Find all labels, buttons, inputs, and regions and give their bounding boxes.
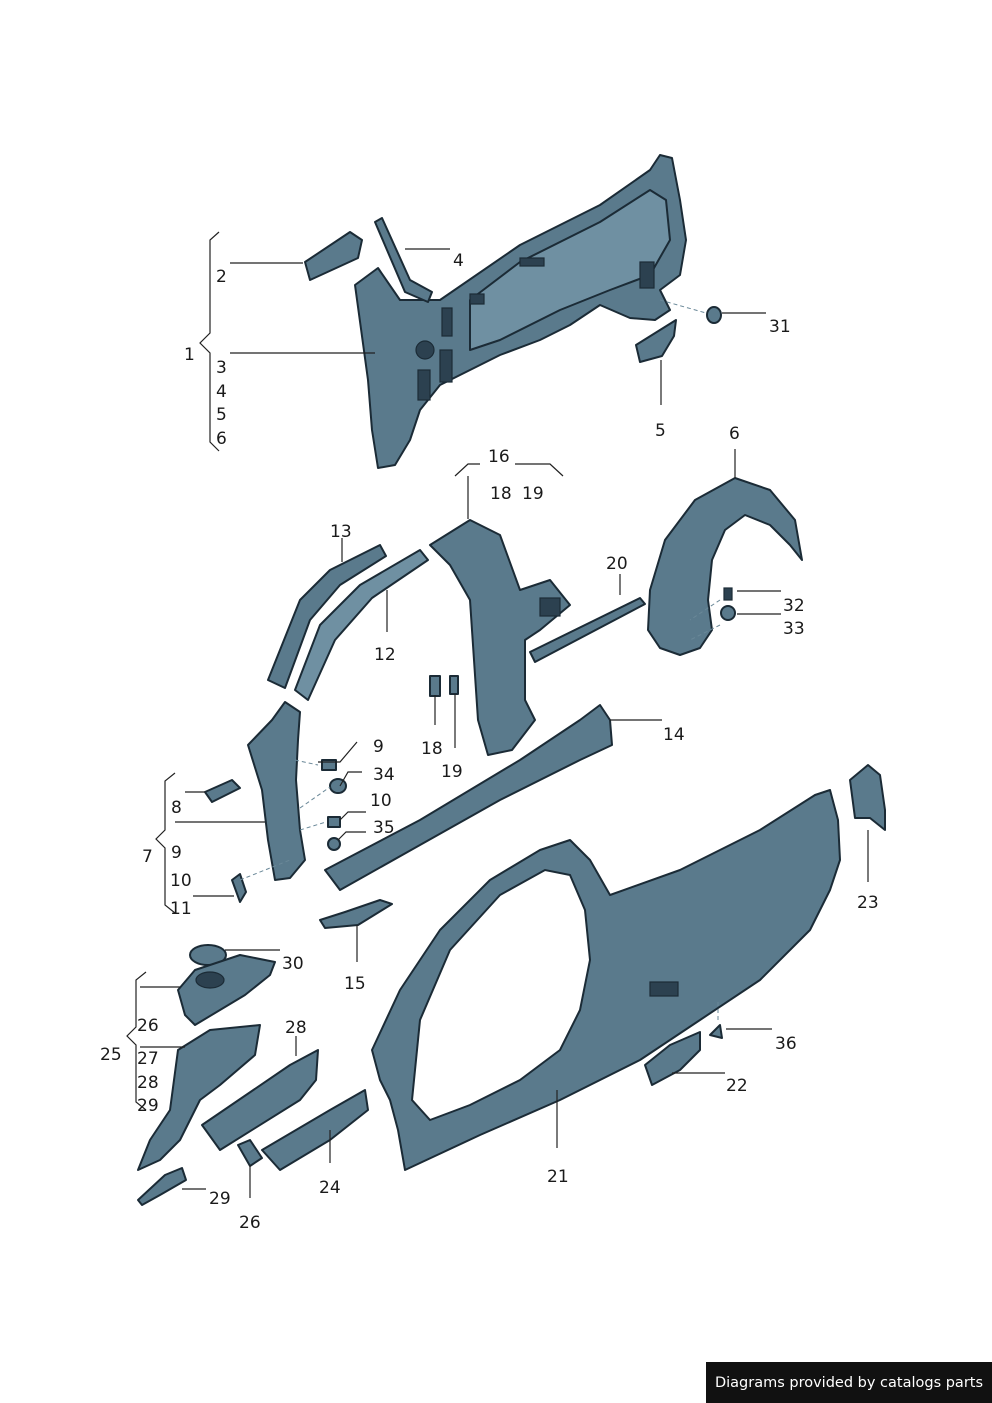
- callout-6: 6: [729, 424, 740, 444]
- part-35: [327, 837, 341, 851]
- part-7-a-pillar: [247, 701, 306, 881]
- leader-lines: [140, 248, 869, 1198]
- part-4: [374, 217, 433, 303]
- part-10: [327, 816, 341, 828]
- callout-33: 33: [783, 619, 805, 639]
- callout-22: 22: [726, 1076, 748, 1096]
- callout-19: 19: [441, 762, 463, 782]
- callout-5-list: 5: [216, 405, 227, 425]
- callout-1: 1: [184, 345, 195, 365]
- part-2: [304, 231, 363, 281]
- callout-3: 3: [216, 358, 227, 378]
- part-13: [267, 544, 387, 689]
- part-27: [137, 1024, 261, 1171]
- part-5: [635, 319, 677, 363]
- part-8: [204, 779, 241, 803]
- braces: [126, 231, 220, 1111]
- part-28: [201, 1049, 319, 1151]
- callout-11: 11: [170, 899, 192, 919]
- part-31: [706, 306, 722, 324]
- part-22: [644, 1031, 701, 1086]
- callout-9: 9: [373, 737, 384, 757]
- callout-9-list: 9: [171, 843, 182, 863]
- part-16-b-pillar: [429, 519, 571, 756]
- callout-4: 4: [453, 251, 464, 271]
- part-23: [849, 764, 886, 831]
- part-6-wheel-arch: [647, 477, 803, 656]
- callout-15: 15: [344, 974, 366, 994]
- callout-2: 2: [216, 267, 227, 287]
- callout-5: 5: [655, 421, 666, 441]
- callout-28: 28: [285, 1018, 307, 1038]
- callout-23: 23: [857, 893, 879, 913]
- callout-6-list: 6: [216, 429, 227, 449]
- callout-25: 25: [100, 1045, 122, 1065]
- part-21-outer-side-panel: [371, 789, 841, 1171]
- callout-28-list: 28: [137, 1073, 159, 1093]
- callout-10: 10: [370, 791, 392, 811]
- part-11: [231, 873, 247, 903]
- callout-32: 32: [783, 596, 805, 616]
- callout-12: 12: [374, 645, 396, 665]
- callout-18: 18: [421, 739, 443, 759]
- part-12: [294, 549, 429, 701]
- part-18: [429, 675, 441, 697]
- callout-34: 34: [373, 765, 395, 785]
- part-9: [321, 759, 337, 771]
- part-14-sill: [324, 704, 613, 891]
- part-34: [329, 778, 347, 794]
- callout-4-list: 4: [216, 382, 227, 402]
- callout-10-list: 10: [170, 871, 192, 891]
- part-24: [261, 1089, 369, 1171]
- callout-13: 13: [330, 522, 352, 542]
- part-33: [720, 605, 736, 621]
- part-20: [529, 597, 646, 663]
- part-1-inner-panel: [354, 154, 687, 469]
- callout-14: 14: [663, 725, 685, 745]
- callout-18-list: 18: [490, 484, 512, 504]
- footer-credit: Diagrams provided by catalogs parts: [706, 1362, 992, 1403]
- callout-36: 36: [775, 1034, 797, 1054]
- callout-16: 16: [488, 447, 510, 467]
- part-25-strut-housing: [177, 954, 276, 1026]
- part-32: [723, 587, 733, 601]
- callout-30: 30: [282, 954, 304, 974]
- callout-7: 7: [142, 847, 153, 867]
- part-19: [449, 675, 459, 695]
- callout-20: 20: [606, 554, 628, 574]
- callout-8: 8: [171, 798, 182, 818]
- callout-35: 35: [373, 818, 395, 838]
- part-15: [319, 899, 393, 929]
- callout-31: 31: [769, 317, 791, 337]
- part-36: [709, 1024, 723, 1039]
- part-29: [137, 1167, 187, 1206]
- callout-19-list: 19: [522, 484, 544, 504]
- callout-21: 21: [547, 1167, 569, 1187]
- callout-29-list: 29: [137, 1096, 159, 1116]
- part-26-small: [237, 1139, 263, 1167]
- callout-24: 24: [319, 1178, 341, 1198]
- callout-26: 26: [239, 1213, 261, 1233]
- callout-26-list: 26: [137, 1016, 159, 1036]
- callout-29: 29: [209, 1189, 231, 1209]
- callout-27: 27: [137, 1049, 159, 1069]
